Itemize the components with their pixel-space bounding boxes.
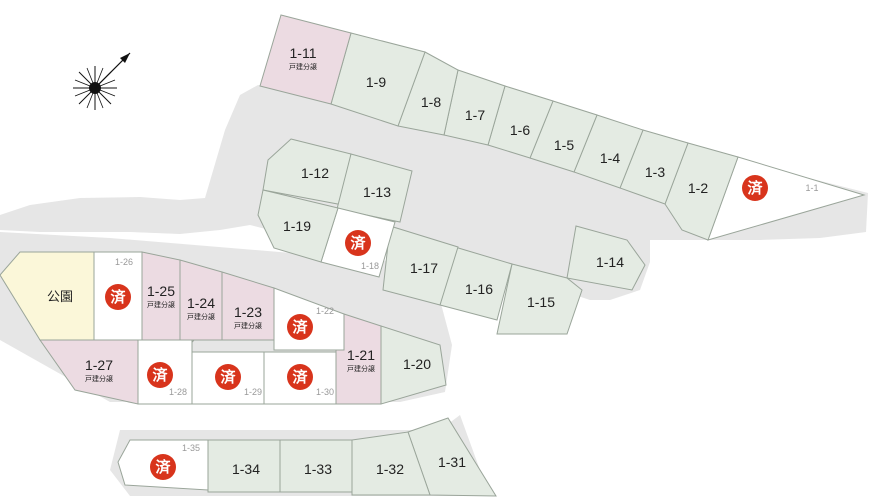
sold-badge-text-1-1: 済	[747, 179, 763, 197]
lot-label-1-21: 1-21	[347, 347, 375, 363]
sold-badge-1-18	[345, 230, 371, 256]
lot-note-1-27: 戸建分譲	[85, 374, 113, 383]
lot-label-1-31: 1-31	[438, 454, 466, 470]
lot-park[interactable]	[0, 251, 95, 341]
lot-note-1-11: 戸建分譲	[289, 62, 317, 71]
sold-badge-1-28	[147, 362, 173, 388]
lot-label-1-32: 1-32	[376, 461, 404, 477]
lots-layer	[0, 14, 866, 497]
lot-label-1-14: 1-14	[596, 254, 624, 270]
sold-badge-text-1-22: 済	[292, 318, 308, 336]
lot-label-1-7: 1-7	[465, 107, 485, 123]
lot-1-12[interactable]	[262, 138, 352, 206]
lot-1-11[interactable]	[259, 14, 352, 105]
lot-1-13[interactable]	[336, 153, 413, 223]
sold-badge-text-1-35: 済	[155, 458, 171, 476]
lot-number-1-29: 1-29	[244, 387, 262, 397]
lot-label-1-2: 1-2	[688, 180, 708, 196]
lot-1-19[interactable]	[257, 189, 339, 263]
lot-number-1-22: 1-22	[316, 306, 334, 316]
lot-note-1-23: 戸建分譲	[234, 321, 262, 330]
lot-label-1-11: 1-11	[290, 45, 317, 61]
lot-label-1-5: 1-5	[554, 137, 574, 153]
lot-label-1-19: 1-19	[283, 218, 311, 234]
lot-label-1-34: 1-34	[232, 461, 260, 477]
lot-number-1-26: 1-26	[115, 257, 133, 267]
lot-label-1-3: 1-3	[645, 164, 665, 180]
lot-number-1-30: 1-30	[316, 387, 334, 397]
lot-label-1-15: 1-15	[527, 294, 555, 310]
lot-number-1-18: 1-18	[361, 261, 379, 271]
lot-number-1-1: 1-1	[805, 183, 818, 193]
sold-badge-text-1-29: 済	[220, 368, 236, 386]
lot-label-1-13: 1-13	[363, 184, 391, 200]
sold-badge-text-1-30: 済	[292, 368, 308, 386]
lot-label-1-17: 1-17	[410, 260, 438, 276]
lot-label-1-33: 1-33	[304, 461, 332, 477]
lot-1-17[interactable]	[382, 225, 459, 306]
lot-label-1-20: 1-20	[403, 356, 431, 372]
lot-note-1-21: 戸建分譲	[347, 364, 375, 373]
lot-label-1-23: 1-23	[234, 304, 262, 320]
compass-rose-icon	[73, 52, 131, 110]
lot-label-1-25: 1-25	[147, 283, 175, 299]
lot-1-15[interactable]	[496, 263, 583, 335]
lot-label-1-6: 1-6	[510, 122, 530, 138]
lot-1-14[interactable]	[566, 225, 646, 291]
sold-badge-text-1-28: 済	[152, 366, 168, 384]
lot-label-1-8: 1-8	[421, 94, 441, 110]
lot-label-1-12: 1-12	[301, 165, 329, 181]
sold-badge-1-26	[105, 284, 131, 310]
lot-label-1-16: 1-16	[465, 281, 493, 297]
lot-note-1-25: 戸建分譲	[147, 300, 175, 309]
park-label: 公園	[47, 289, 73, 304]
lot-label-1-27: 1-27	[85, 357, 113, 373]
sold-badge-1-29	[215, 364, 241, 390]
lot-label-1-24: 1-24	[187, 295, 215, 311]
sold-badge-text-1-18: 済	[350, 234, 366, 252]
lot-note-1-24: 戸建分譲	[187, 312, 215, 321]
lot-number-1-28: 1-28	[169, 387, 187, 397]
lot-label-1-4: 1-4	[600, 150, 620, 166]
sold-badge-text-1-26: 済	[110, 288, 126, 306]
sold-badge-1-35	[150, 454, 176, 480]
road-area-top	[0, 85, 868, 300]
sold-badge-1-22	[287, 314, 313, 340]
sold-badge-1-1	[742, 175, 768, 201]
lot-number-1-35: 1-35	[182, 443, 200, 453]
sold-badge-1-30	[287, 364, 313, 390]
lot-label-1-9: 1-9	[366, 74, 386, 90]
